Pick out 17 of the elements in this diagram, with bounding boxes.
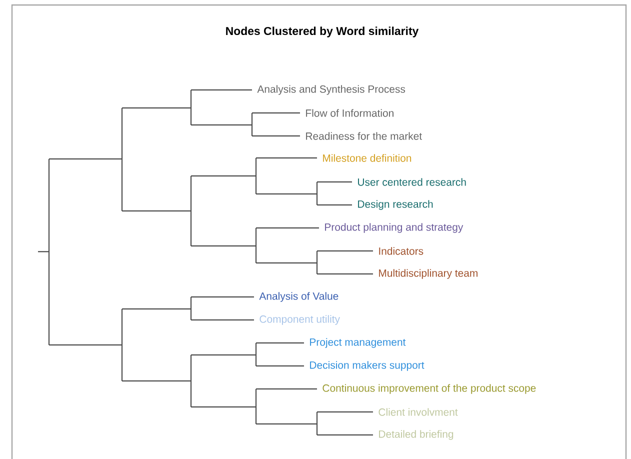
leaf-label: Detailed briefing xyxy=(379,430,454,440)
leaf-label: Client involvment xyxy=(378,408,458,416)
leaf-label: Decision makers support xyxy=(310,361,424,371)
leaf-label: Multidisciplinary team xyxy=(379,269,478,279)
leaf-label: Milestone definition xyxy=(323,154,412,162)
leaf-label: User centered research xyxy=(358,178,466,186)
leaf-label: Product planning and strategy xyxy=(325,223,464,233)
leaf-label: Component utility xyxy=(260,315,340,325)
leaf-label: Analysis of Value xyxy=(259,292,338,302)
leaf-label: Project management xyxy=(310,338,406,348)
leaf-label: Indicators xyxy=(379,247,424,255)
leaf-label: Design research xyxy=(358,200,433,210)
leaf-label: Flow of Information xyxy=(306,109,394,117)
leaf-label: Continuous improvement of the product scope xyxy=(322,384,536,394)
leaf-label: Analysis and Synthesis Process xyxy=(257,85,406,95)
title: Nodes Clustered by Word similarity xyxy=(226,26,419,38)
leaf-label: Readiness for the market xyxy=(306,132,422,140)
